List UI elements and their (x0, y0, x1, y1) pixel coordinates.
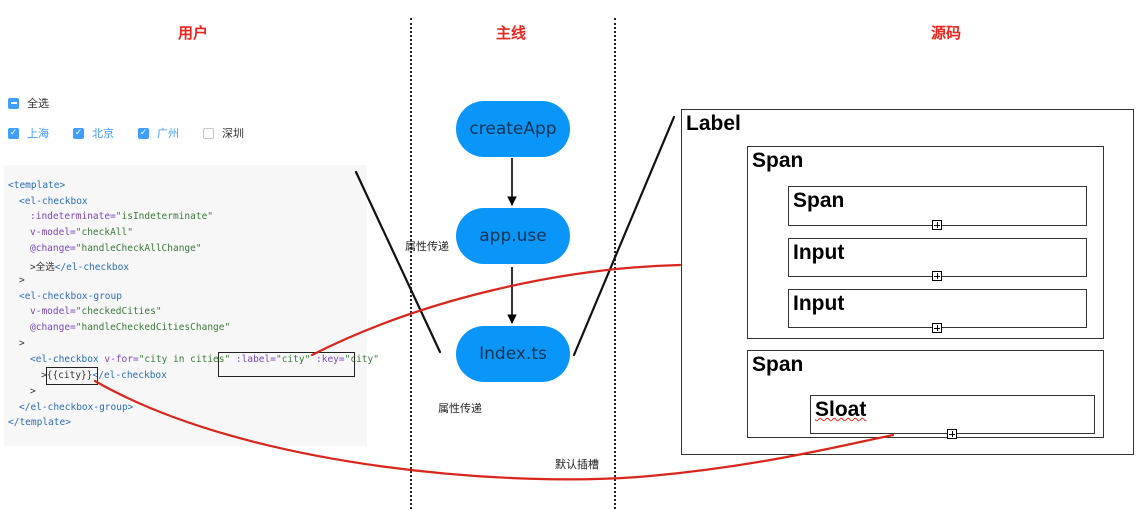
code-token: <el-checkbox (30, 354, 99, 365)
span-title-2: Span (752, 353, 804, 376)
code-token: </el-checkbox-group> (19, 402, 134, 413)
city-label-shanghai: 上海 (27, 127, 49, 140)
code-token: <template> (8, 180, 66, 191)
select-all-label: 全选 (27, 97, 49, 110)
code-token: @change= (30, 322, 76, 333)
flow-node-app-use: app.use (456, 208, 570, 264)
heading-source: 源码 (931, 24, 962, 42)
code-line: <el-checkbox (19, 196, 88, 207)
code-token: </el-checkbox (92, 370, 167, 381)
heading-user: 用户 (178, 24, 209, 42)
expand-icon[interactable] (947, 429, 957, 439)
code-token: > (30, 386, 36, 397)
code-token: "isIndeterminate" (115, 211, 214, 222)
input-title-2: Input (793, 292, 845, 315)
flow-node-createapp: createApp (456, 101, 570, 157)
code-line: @change="handleCheckedCitiesChange" (30, 322, 230, 333)
sketch-line-right (572, 115, 676, 357)
expand-icon[interactable] (932, 271, 942, 281)
code-token: v-for= (98, 354, 139, 365)
expand-icon[interactable] (932, 323, 942, 333)
code-token: "handleCheckedCitiesChange" (75, 322, 231, 333)
code-line: > (30, 386, 36, 397)
prop-pass-label-1: 属性传递 (405, 240, 449, 253)
prop-pass-curve (310, 263, 682, 357)
code-token: <el-checkbox (19, 196, 88, 207)
default-slot-label: 默认插槽 (555, 458, 599, 471)
prop-pass-label-2: 属性传递 (438, 402, 482, 415)
city-label-guangzhou: 广州 (157, 127, 179, 140)
inner-span-title: Span (793, 189, 845, 212)
select-all-checkbox[interactable] (8, 97, 19, 109)
code-line: </el-checkbox-group> (19, 402, 133, 413)
input-box-2: Input (788, 289, 1087, 328)
city-checkbox-guangzhou[interactable]: ✓ (138, 127, 149, 139)
code-token: :label= (230, 354, 276, 365)
city-checkbox-shenzhen[interactable] (203, 127, 214, 139)
code-panel (4, 165, 367, 446)
code-line: <el-checkbox-group (19, 291, 122, 302)
code-token: >全选 (30, 262, 55, 273)
input-box-1: Input (788, 238, 1087, 277)
code-token: "city" (275, 354, 311, 365)
sketch-line-left (354, 170, 442, 354)
code-line: </template> (8, 417, 71, 428)
select-all-row[interactable]: 全选 (8, 95, 49, 111)
city-checkbox-shanghai[interactable]: ✓ (8, 127, 19, 139)
highlight-props-box (218, 352, 355, 377)
city-label-shenzhen: 深圳 (222, 127, 244, 140)
code-token: "city in cities" (138, 354, 231, 365)
divider-left (410, 18, 412, 509)
sloat-box: Sloat (810, 395, 1095, 434)
divider-right (614, 18, 616, 509)
code-token: > (19, 338, 25, 349)
code-token: @change= (30, 243, 76, 254)
code-line: @change="handleCheckAllChange" (30, 243, 202, 254)
code-line: v-model="checkAll" (30, 227, 133, 238)
code-token: :key= (310, 354, 345, 365)
code-line: v-model="checkedCities" (30, 306, 162, 317)
code-line: > (19, 338, 25, 349)
code-line: <template> (8, 180, 65, 191)
city-checkbox-beijing[interactable]: ✓ (73, 127, 84, 139)
highlight-slot-box (46, 367, 98, 385)
code-token: </el-checkbox (54, 262, 130, 273)
code-token: {{city}} (46, 370, 93, 381)
code-token: </template> (8, 417, 71, 428)
code-line: > (19, 275, 25, 286)
code-token: "checkAll" (75, 227, 133, 238)
sloat-title: Sloat (815, 398, 867, 421)
flow-node-index-ts: Index.ts (456, 326, 570, 382)
span-title-1: Span (752, 149, 804, 172)
code-token: "checkedCities" (75, 306, 162, 317)
heading-mainline: 主线 (496, 24, 527, 42)
code-token: v-model= (30, 227, 76, 238)
code-line: <el-checkbox v-for="city in cities" :lab… (30, 354, 379, 365)
code-token: v-model= (30, 306, 76, 317)
code-token: "handleCheckAllChange" (75, 243, 202, 254)
code-token: > (41, 370, 47, 381)
city-checkbox-group: ✓ 上海 ✓ 北京 ✓ 广州 深圳 (8, 125, 244, 141)
code-line: >{{city}}</el-checkbox (41, 370, 167, 381)
code-line: :indeterminate="isIndeterminate" (30, 211, 213, 222)
expand-icon[interactable] (932, 220, 942, 230)
input-title-1: Input (793, 241, 845, 264)
code-token: "city" (344, 354, 379, 365)
code-token: > (19, 275, 25, 286)
code-line: >全选</el-checkbox (30, 259, 129, 273)
default-slot-curve (93, 379, 895, 481)
city-label-beijing: 北京 (92, 127, 114, 140)
code-token: <el-checkbox-group (19, 291, 122, 302)
label-title: Label (686, 112, 741, 135)
code-token: :indeterminate= (30, 211, 116, 222)
